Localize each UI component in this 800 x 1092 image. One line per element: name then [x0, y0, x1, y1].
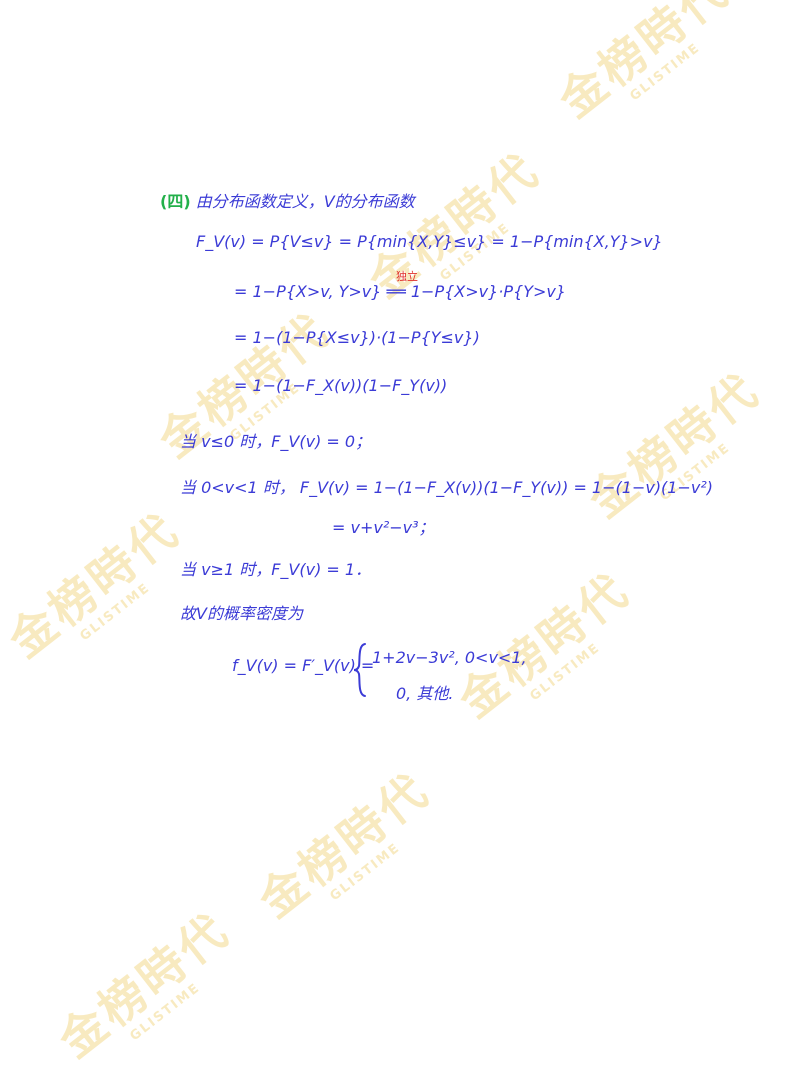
derivation-line-2: = 1−P{X>v, Y>v} ══ 1−P{X>v}·P{Y>v} [234, 282, 567, 301]
solution-heading: (四) 由分布函数定义，V的分布函数 [160, 188, 415, 212]
case-0-lt-v-lt-1-result: = v+v²−v³； [332, 518, 435, 537]
case-v-ge-1: 当 v≥1 时，F_V(v) = 1． [180, 560, 372, 579]
watermark-sub: GLISTIME [227, 380, 304, 445]
watermark-sub: GLISTIME [627, 40, 704, 105]
watermark-sub: GLISTIME [127, 980, 204, 1045]
part-label: (四) [160, 192, 191, 211]
page: 金榜時代 GLISTIME 金榜時代 GLISTIME 金榜時代 GLISTIM… [0, 0, 794, 1068]
watermark-main: 金榜時代 [248, 762, 440, 928]
derivation-line-3: = 1−(1−P{X≤v})·(1−P{Y≤v}) [234, 328, 480, 347]
case-v-le-0: 当 v≤0 时，F_V(v) = 0； [180, 432, 372, 451]
watermark: 金榜時代 GLISTIME [565, 353, 794, 552]
density-piece-1: 1+2v−3v², 0<v<1, [372, 648, 527, 667]
watermark-main: 金榜時代 [578, 362, 770, 528]
watermark: 金榜時代 GLISTIME [0, 487, 222, 698]
case-0-lt-v-lt-1: 当 0<v<1 时， F_V(v) = 1−(1−F_X(v))(1−F_Y(v… [180, 478, 714, 497]
watermark: 金榜時代 GLISTIME [35, 893, 264, 1092]
intro-text: 由分布函数定义，V的分布函数 [195, 192, 415, 211]
density-intro: 故V的概率密度为 [180, 604, 303, 623]
watermark-main: 金榜時代 [48, 902, 240, 1068]
density-lhs: f_V(v) = F′_V(v) = [232, 656, 375, 675]
watermark: 金榜時代 GLISTIME [228, 747, 473, 958]
watermark-main: 金榜時代 [448, 562, 640, 728]
watermark-main: 金榜時代 [0, 502, 190, 668]
left-brace [353, 643, 366, 697]
independent-note: 独立 [396, 270, 418, 283]
derivation-line-4: = 1−(1−F_X(v))(1−F_Y(v)) [234, 376, 448, 395]
watermark-main: 金榜時代 [548, 0, 740, 128]
density-piece-2: 0, 其他. [396, 684, 454, 703]
watermark-sub: GLISTIME [657, 440, 734, 505]
watermark: 金榜時代 GLISTIME [528, 0, 773, 158]
watermark-sub: GLISTIME [527, 640, 604, 705]
watermark-sub: GLISTIME [327, 840, 404, 905]
derivation-line-1: F_V(v) = P{V≤v} = P{min{X,Y}≤v} = 1−P{mi… [196, 232, 663, 251]
